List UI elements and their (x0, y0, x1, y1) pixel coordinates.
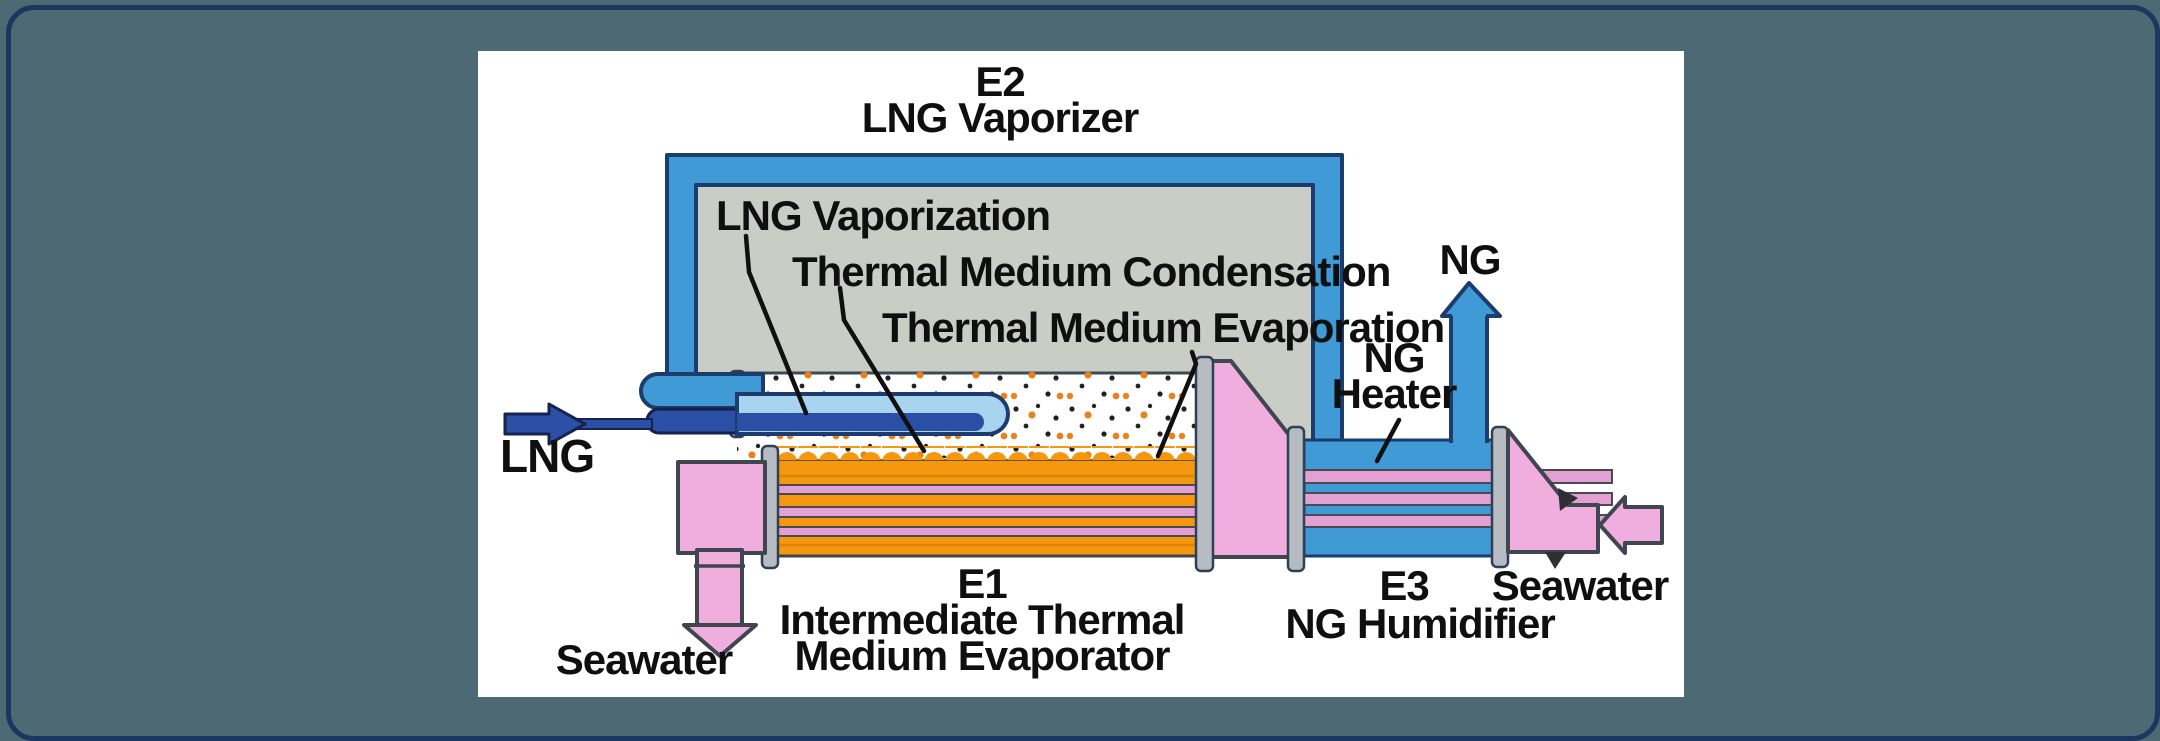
left-seawater-header (676, 460, 767, 555)
lng-utube-cold-pass (737, 413, 984, 431)
lng-vaporization-label: LNG Vaporization (716, 192, 1051, 239)
seawater-flow-arrow (1545, 552, 1566, 569)
lng-inlet-arrow (503, 402, 587, 446)
e1-title: E1 Intermediate Thermal Medium Evaporato… (779, 560, 1186, 679)
e1-right-tubesheet (1194, 355, 1215, 573)
lng-inlet-label: LNG (500, 430, 595, 482)
seawater-inlet-label: Seawater (1491, 562, 1669, 609)
e1-liquid-wavy-surface (777, 446, 1197, 460)
lng-venturi-neck (577, 418, 653, 430)
ng-outlet-label: NG (1439, 236, 1502, 283)
seawater-outlet-label: Seawater (555, 636, 733, 683)
seawater-inlet-arrow (1598, 495, 1664, 555)
e3-right-tubesheet (1490, 425, 1510, 569)
ng-heater-label: NG Heater (1331, 334, 1458, 417)
leader-tm-evaporation (1155, 349, 1199, 459)
seawater-flow-arrow (1558, 488, 1578, 511)
e2-title: E2 LNG Vaporizer (861, 58, 1139, 141)
leader-tm-condensation (837, 285, 927, 454)
leader-ng-heater (1374, 417, 1402, 464)
e3-title: E3 (1379, 562, 1429, 609)
thermal-medium-evaporation-label: Thermal Medium Evaporation (882, 304, 1445, 351)
ng-outlet-elbow (639, 372, 765, 410)
ng-arrow-head (1440, 281, 1502, 318)
right-seawater-header (1506, 428, 1600, 554)
leader-lng-vaporization (743, 233, 809, 416)
ng-riser-shaft (1452, 313, 1486, 443)
seawater-outlet-stem (695, 548, 744, 629)
seawater-outlet-arrow (682, 623, 758, 658)
e3-left-tubesheet (1286, 425, 1306, 573)
thermal-medium-condensation-label: Thermal Medium Condensation (792, 248, 1391, 295)
ng-humidifier-label: NG Humidifier (1285, 600, 1555, 647)
